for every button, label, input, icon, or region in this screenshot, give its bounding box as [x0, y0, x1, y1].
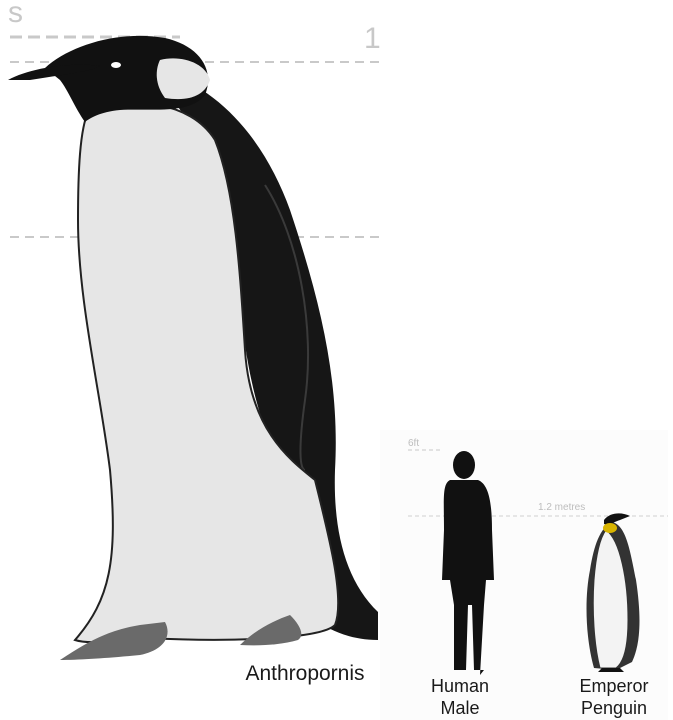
emperor-penguin-silhouette [587, 513, 640, 672]
scale-label-penguin: 1.2 metres [538, 502, 585, 513]
size-comparison-panel: 6ft 1.2 metres Human Male Emperor Pengui… [380, 430, 668, 720]
anthropornis-illustration [0, 0, 380, 720]
scale-label-top: 6ft [408, 438, 419, 449]
corner-text-right: 1 [364, 22, 380, 56]
human-silhouette [442, 451, 494, 675]
human-label: Human Male [410, 675, 510, 719]
corner-text-left: s [8, 0, 23, 30]
anthropornis-panel: s 1 Anthropornis [0, 0, 380, 720]
penguin-eye [111, 62, 121, 68]
penguin-label: Emperor Penguin [564, 675, 664, 719]
species-label: Anthropornis [230, 662, 380, 686]
